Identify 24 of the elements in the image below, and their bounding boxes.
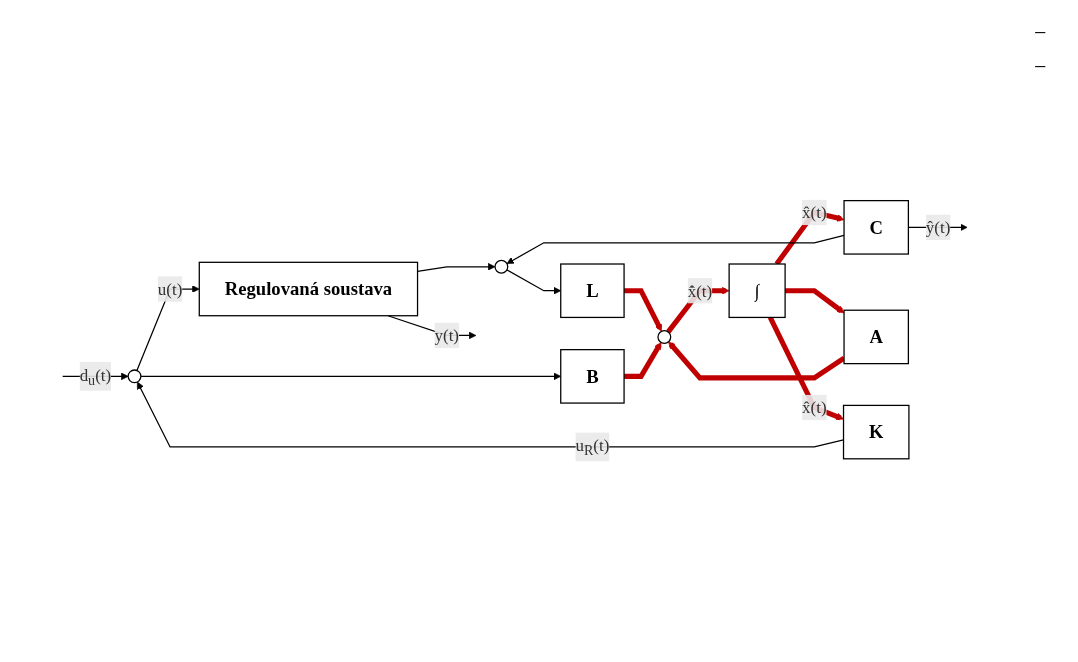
arrow xyxy=(624,288,663,332)
node-circle xyxy=(127,369,142,384)
node-box: Regulovaná soustava xyxy=(198,262,419,317)
edge-label: u$_{R}$(t) xyxy=(575,436,610,460)
node-circle xyxy=(494,260,509,275)
arrow xyxy=(506,235,845,265)
edge-label: x̂(t) xyxy=(802,398,827,418)
edge-label: u(t) xyxy=(157,280,183,299)
edge-label: y(t) xyxy=(434,326,459,346)
node-box: L xyxy=(560,263,625,319)
edge-label: x̂(t) xyxy=(802,203,827,223)
node-box: A xyxy=(843,310,910,365)
minus-sign: − xyxy=(1034,54,1048,80)
node-box: K xyxy=(842,405,910,460)
edge-label: d$_{u}$(t) xyxy=(79,365,112,389)
edge-label: ŷ(t) xyxy=(925,218,951,238)
node-circle xyxy=(657,330,672,345)
node-box: B xyxy=(560,349,625,405)
arrow xyxy=(767,316,844,421)
arrow xyxy=(785,288,845,314)
node-box: C xyxy=(843,200,910,256)
minus-sign: − xyxy=(1034,20,1048,46)
edge-label: x̂̇(t) xyxy=(687,281,713,301)
arrow xyxy=(624,342,662,380)
